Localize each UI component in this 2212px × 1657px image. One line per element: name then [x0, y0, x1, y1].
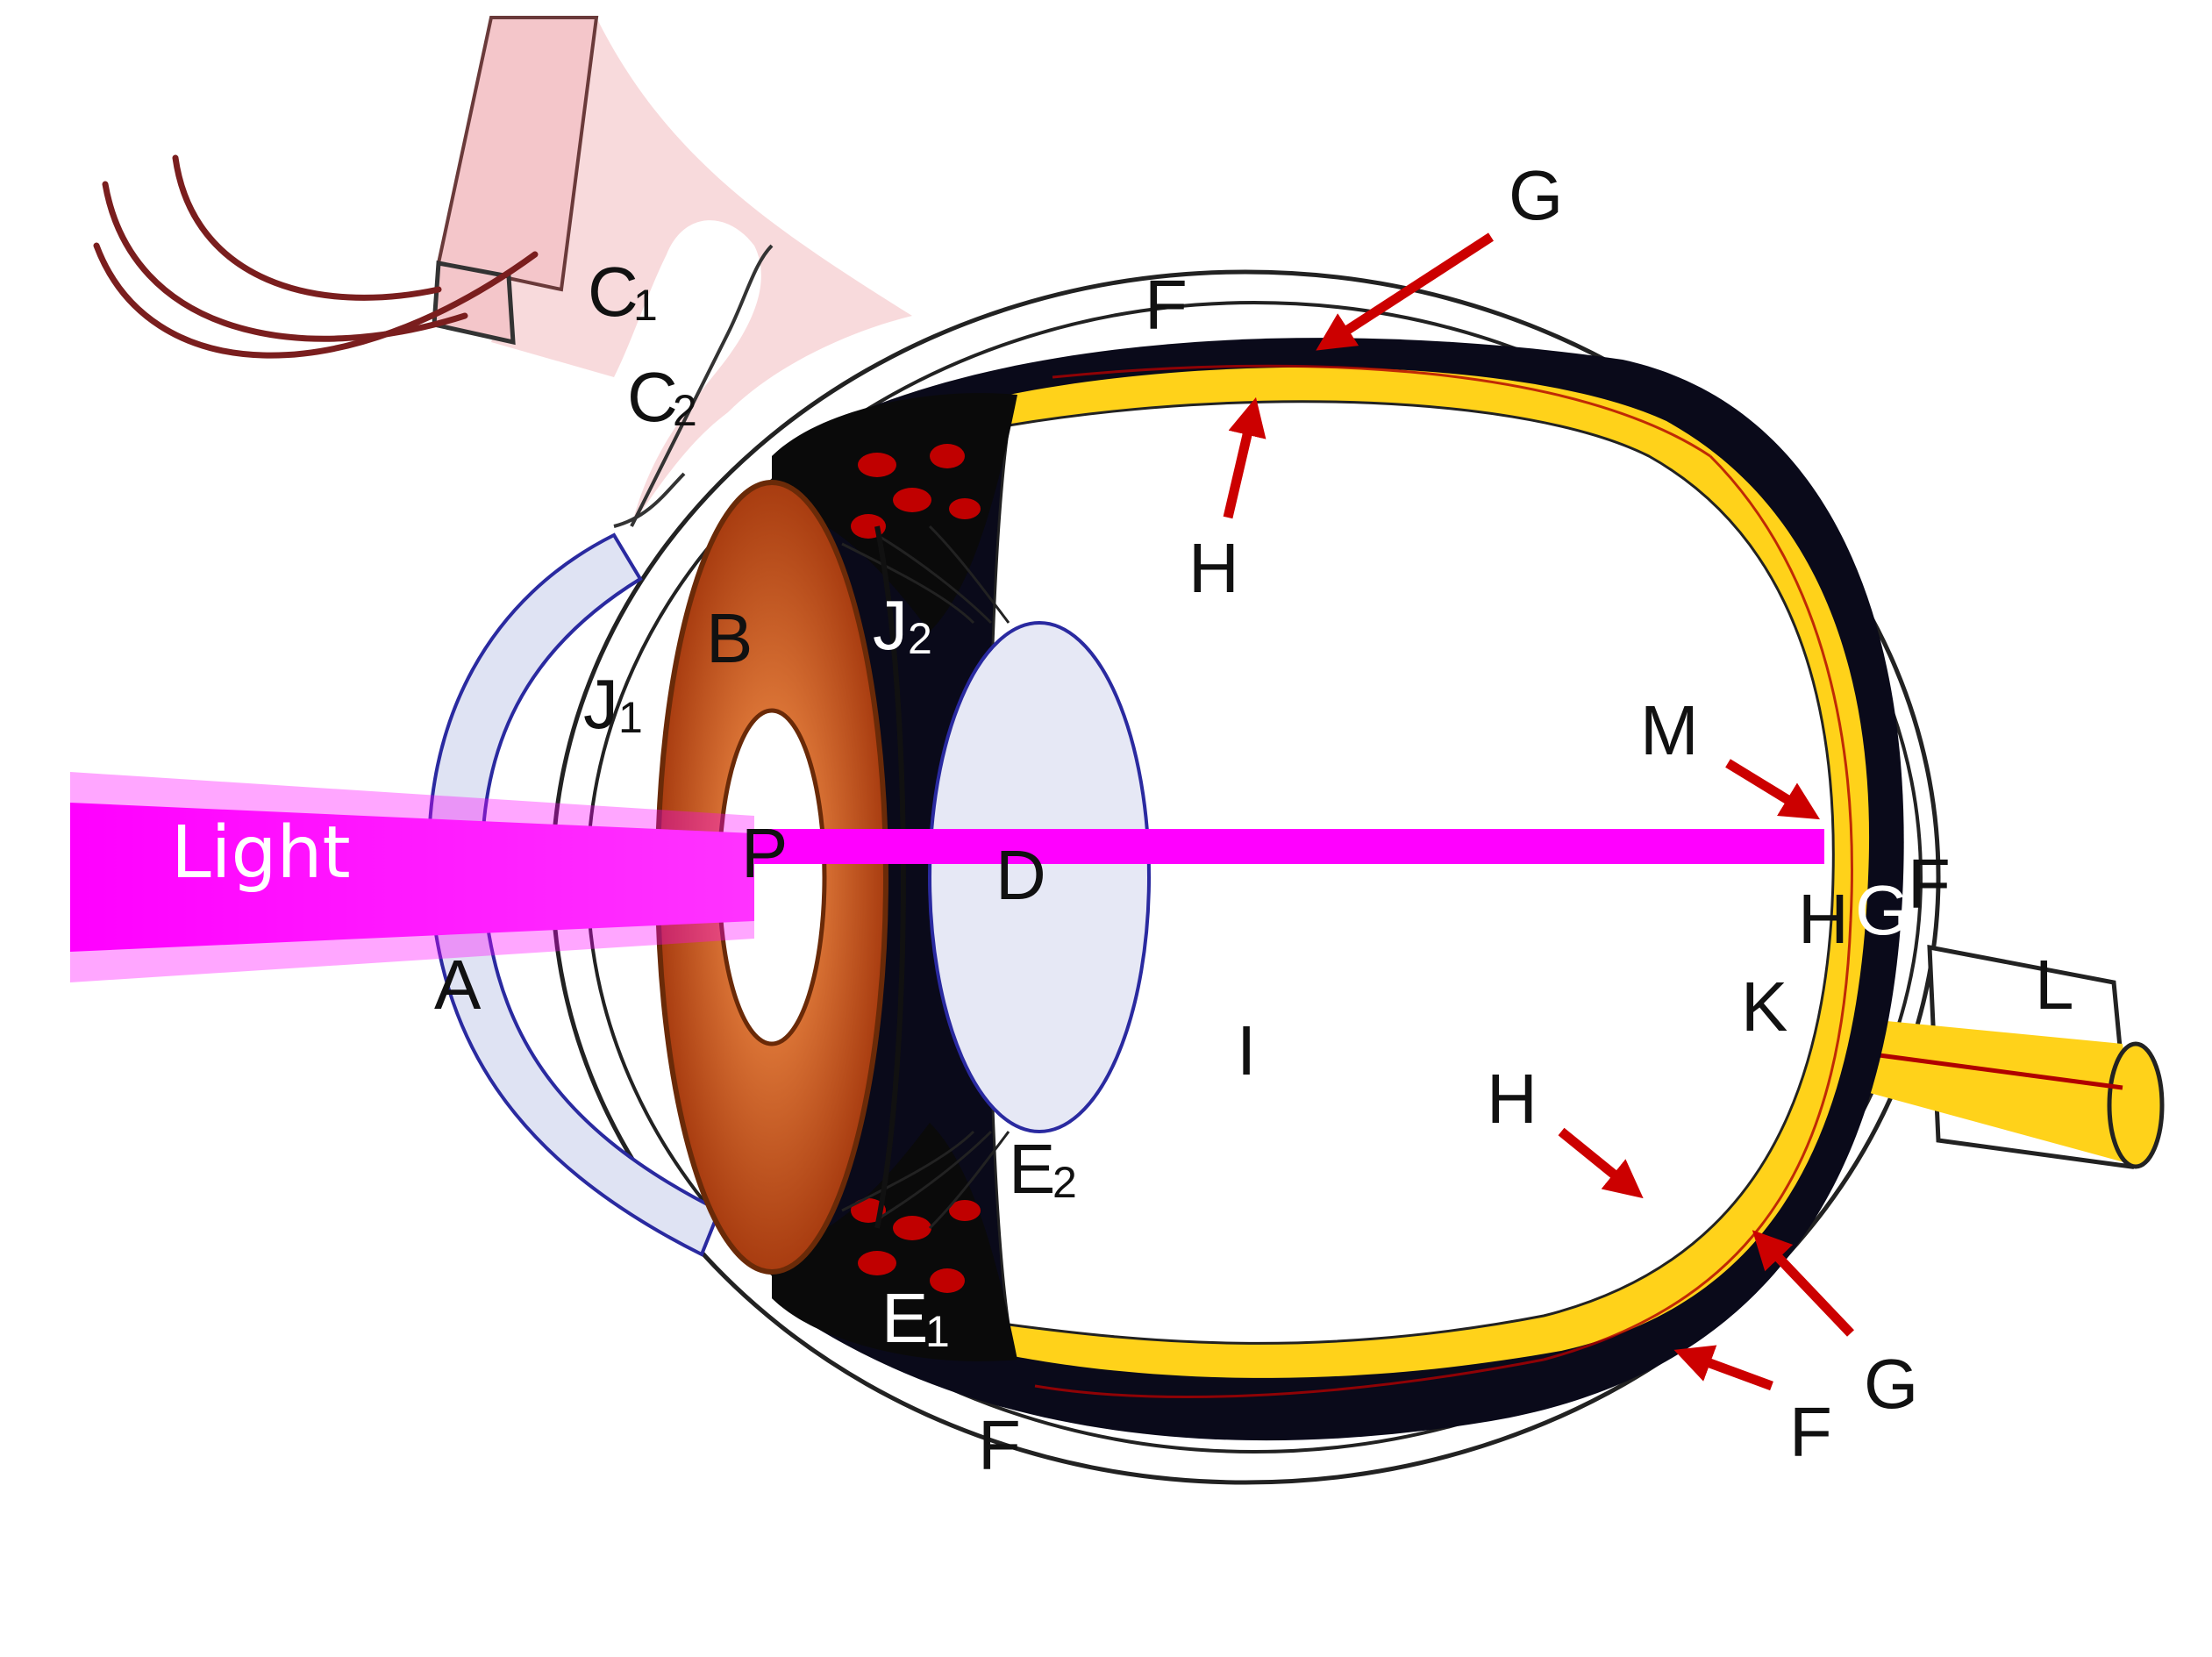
- lens: [928, 621, 1151, 1133]
- ciliary-body: [772, 393, 1017, 1361]
- retinal-vessels: [1034, 364, 1853, 1398]
- label-c2-sub: 2: [673, 386, 697, 435]
- arrow-g-top: [1316, 232, 1494, 351]
- label-arrows: [1223, 232, 1854, 1391]
- light-beam: [70, 772, 1824, 982]
- label-j1: J: [583, 665, 618, 743]
- label-g-top: G: [1509, 156, 1563, 234]
- optic-nerve: [1851, 944, 2165, 1169]
- label-e2-sub: 2: [1052, 1158, 1077, 1207]
- label-c2: C: [627, 358, 678, 436]
- label-c1: C: [588, 253, 639, 331]
- label-c1-sub: 1: [633, 281, 658, 330]
- arrow-g-lower: [1752, 1230, 1854, 1337]
- label-h-back: H: [1798, 880, 1849, 958]
- label-f-top: F: [1145, 266, 1188, 344]
- label-g-back: G: [1855, 871, 1909, 949]
- label-e1: E: [881, 1279, 928, 1357]
- arrow-h-lower: [1558, 1127, 1644, 1199]
- label-j2: J: [873, 586, 908, 664]
- label-a: A: [434, 946, 482, 1024]
- label-f-bottom: F: [978, 1406, 1021, 1484]
- label-p: P: [741, 814, 788, 892]
- label-l: L: [2035, 946, 2074, 1024]
- label-h-lower: H: [1487, 1060, 1538, 1138]
- eyelid: [432, 16, 912, 528]
- label-f-back: F: [1908, 845, 1951, 923]
- label-e2: E: [1009, 1130, 1055, 1208]
- label-m: M: [1640, 691, 1699, 769]
- label-e1-sub: 1: [925, 1307, 950, 1356]
- zonular-fibers: [841, 525, 1010, 1230]
- eyelashes: [93, 154, 539, 359]
- cornea: [427, 532, 722, 1257]
- label-b: B: [706, 599, 753, 677]
- arrow-h-top: [1223, 396, 1267, 519]
- label-light: Light: [171, 811, 351, 895]
- label-j2-sub: 2: [908, 614, 932, 663]
- arrow-f-lower: [1673, 1345, 1773, 1391]
- label-g-lower: G: [1864, 1345, 1918, 1423]
- label-j1-sub: 1: [618, 693, 643, 742]
- label-h-top: H: [1188, 529, 1239, 607]
- arrow-m: [1725, 759, 1821, 820]
- label-i: I: [1237, 1011, 1256, 1089]
- label-f-lower: F: [1789, 1393, 1832, 1471]
- label-d: D: [995, 836, 1046, 914]
- label-k: K: [1741, 968, 1787, 1046]
